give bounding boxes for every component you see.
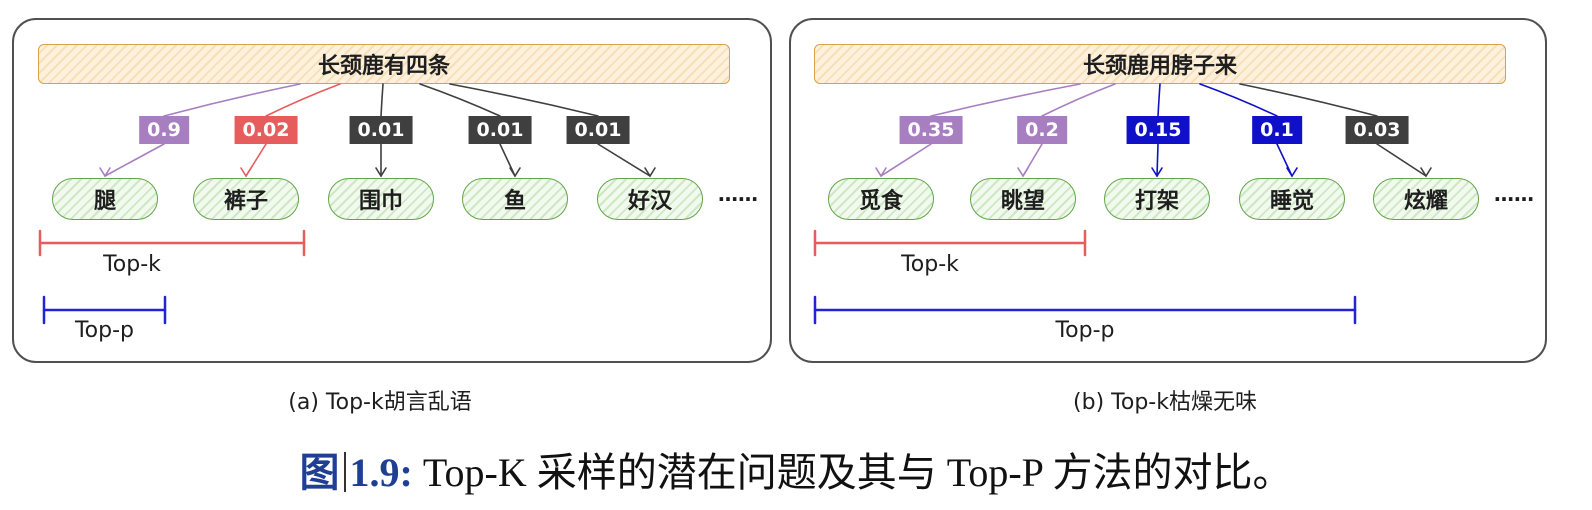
probability-badge: 0.03 (1345, 116, 1409, 144)
probability-badge: 0.1 (1252, 116, 1302, 144)
candidate-token: 炫耀 (1373, 178, 1479, 220)
figure-caption-prefix: 图 (299, 450, 340, 495)
prompt-box: 长颈鹿用脖子来 (814, 44, 1506, 84)
probability-badge: 0.15 (1126, 116, 1190, 144)
prompt-box: 长颈鹿有四条 (38, 44, 730, 84)
top-p-label: Top-p (74, 318, 135, 343)
candidate-token: 打架 (1104, 178, 1210, 220)
ellipsis-text: …… (1494, 182, 1534, 206)
probability-badge: 0.9 (139, 116, 189, 144)
figure-caption-number: 1.9: (349, 450, 413, 495)
probability-badge: 0.2 (1017, 116, 1067, 144)
probability-badge: 0.01 (566, 116, 630, 144)
candidate-token: 觅食 (828, 178, 934, 220)
caption-divider (343, 452, 346, 492)
candidate-token: 眺望 (970, 178, 1076, 220)
candidate-token: 围巾 (328, 178, 434, 220)
candidate-token: 好汉 (597, 178, 703, 220)
panel-caption: (b) Top-k枯燥无味 (1073, 390, 1257, 415)
ellipsis-text: …… (718, 182, 758, 206)
candidate-token: 鱼 (462, 178, 568, 220)
probability-badge: 0.35 (899, 116, 963, 144)
probability-badge: 0.01 (349, 116, 413, 144)
top-p-label: Top-p (1055, 318, 1115, 343)
top-k-label: Top-k (901, 252, 959, 277)
figure-caption-text: Top-K 采样的潜在问题及其与 Top-P 方法的对比。 (412, 450, 1293, 495)
candidate-token: 裤子 (193, 178, 299, 220)
probability-badge: 0.01 (468, 116, 532, 144)
probability-badge: 0.02 (234, 116, 298, 144)
top-k-label: Top-k (103, 252, 161, 277)
candidate-token: 腿 (52, 178, 158, 220)
candidate-token: 睡觉 (1239, 178, 1345, 220)
panel-caption: (a) Top-k胡言乱语 (288, 390, 472, 415)
